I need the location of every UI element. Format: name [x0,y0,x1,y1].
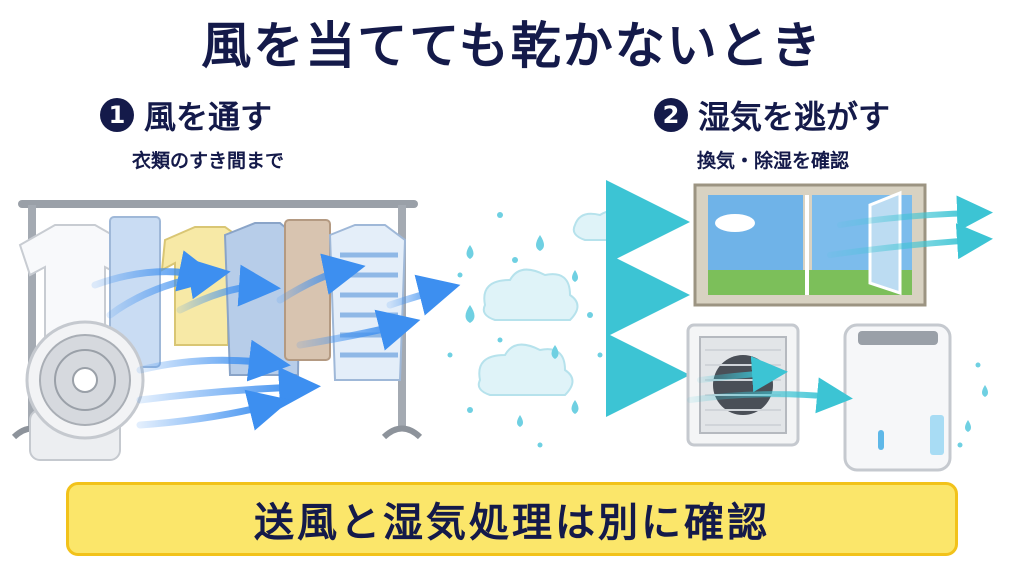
section-1-subtitle: 衣類のすき間まで [132,150,285,172]
airflow-arrow-icon [687,195,993,414]
summary-banner: 送風と湿気処理は別に確認 [66,482,958,556]
step-number-1: 1 [100,98,134,132]
ventilation-fan-icon [686,323,800,447]
circulator-fan-icon [25,320,145,461]
section-1-title: 風を通す [144,98,273,136]
section-2-subtitle: 換気・除湿を確認 [697,150,850,172]
summary-banner-text: 送風と湿気処理は別に確認 [254,500,770,546]
step-number-2: 2 [654,98,688,132]
water-droplet-icon [447,212,603,448]
airflow-arrow-icon [91,250,461,431]
illustration-scene [11,180,993,472]
moisture-cloud-icon [477,210,640,396]
water-droplet-icon [957,362,988,448]
dehumidifier-icon [843,323,952,472]
page-title: 風を当てても乾かないとき [201,17,823,75]
section-2-title: 湿気を逃がす [698,98,891,136]
airflow-arrow-icon [573,180,690,417]
section-2-heading: 2 湿気を逃がす [654,92,890,138]
section-1-heading: 1 風を通す [100,92,272,138]
